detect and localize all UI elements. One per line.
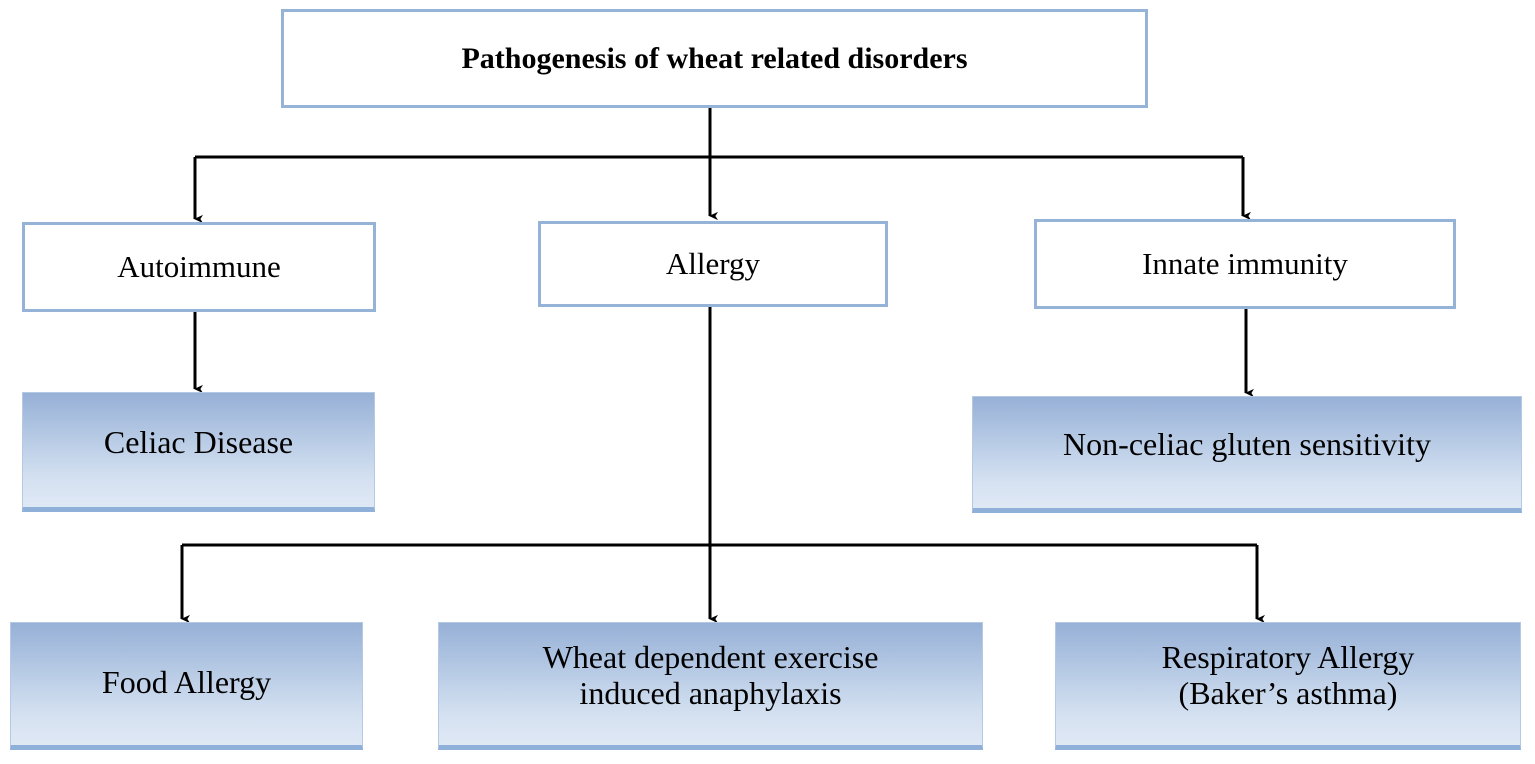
node-wheat-dependent-exercise-induced-anaphylaxis: Wheat dependent exercise induced anaphyl… (438, 622, 983, 750)
node-root: Pathogenesis of wheat related disorders (281, 9, 1148, 108)
node-non-celiac-gluten-sensitivity: Non-celiac gluten sensitivity (972, 396, 1522, 513)
node-respiratory-allergy: Respiratory Allergy (Baker’s asthma) (1055, 622, 1521, 750)
node-label-respiratory-allergy: Respiratory Allergy (Baker’s asthma) (1161, 639, 1415, 711)
node-food-allergy: Food Allergy (10, 622, 363, 750)
node-label-wheat-dependent-exercise-induced-anaphylaxis: Wheat dependent exercise induced anaphyl… (542, 639, 879, 711)
node-celiac-disease: Celiac Disease (22, 392, 375, 512)
node-allergy: Allergy (538, 221, 888, 307)
node-label-autoimmune: Autoimmune (117, 248, 281, 284)
node-label-non-celiac-gluten-sensitivity: Non-celiac gluten sensitivity (1063, 426, 1431, 462)
node-label-innate-immunity: Innate immunity (1142, 245, 1348, 281)
node-label-root: Pathogenesis of wheat related disorders (461, 41, 968, 75)
node-label-allergy: Allergy (665, 245, 761, 281)
node-autoimmune: Autoimmune (22, 222, 376, 312)
node-label-celiac-disease: Celiac Disease (103, 424, 294, 460)
node-label-food-allergy: Food Allergy (101, 664, 272, 700)
node-innate-immunity: Innate immunity (1034, 219, 1456, 309)
